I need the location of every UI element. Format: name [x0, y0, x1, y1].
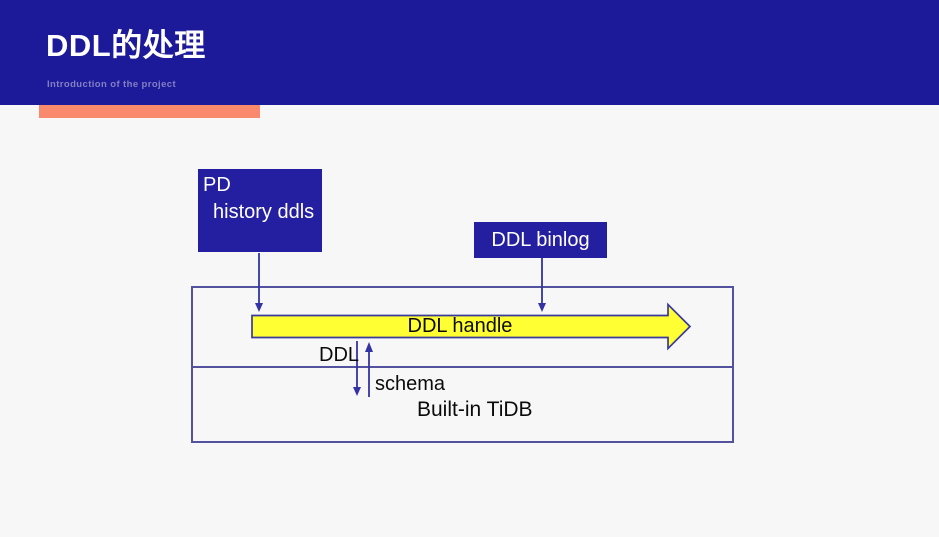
- page-title: DDL的处理: [46, 28, 206, 63]
- ddl-binlog-box: DDL binlog: [474, 222, 607, 258]
- built-in-tidb-label: Built-in TiDB: [417, 398, 533, 421]
- schema-label: schema: [375, 373, 446, 395]
- container-divider-line: [191, 366, 734, 368]
- tidb-container-box: [191, 286, 734, 443]
- accent-bar: [39, 105, 260, 118]
- pd-box-line1: PD: [203, 174, 231, 196]
- ddl-handle-label: DDL handle: [407, 315, 513, 337]
- pd-box: PD history ddls: [198, 169, 322, 252]
- ddl-binlog-label: DDL binlog: [491, 229, 590, 251]
- page-subtitle: Introduction of the project: [47, 79, 177, 90]
- ddl-label: DDL: [319, 344, 360, 366]
- header-band: DDL的处理 Introduction of the project: [0, 0, 939, 105]
- pd-box-line2: history ddls: [213, 201, 315, 223]
